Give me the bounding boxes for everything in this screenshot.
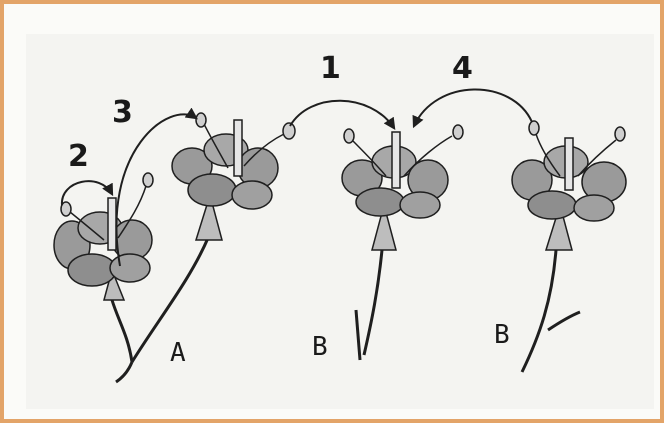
label-flower-a: A bbox=[170, 340, 186, 366]
flower-a-bloom-upper bbox=[172, 113, 295, 240]
flower-a-bloom-lower bbox=[54, 173, 153, 300]
arrow-4 bbox=[414, 89, 532, 126]
flower-a-stem bbox=[112, 300, 132, 362]
flower-b-middle bbox=[342, 125, 463, 360]
arrow-2 bbox=[62, 181, 112, 205]
label-flower-b-middle: B bbox=[312, 334, 328, 360]
label-4: 4 bbox=[452, 54, 473, 84]
flower-b-middle-stem bbox=[364, 250, 382, 355]
flower-b-right bbox=[512, 121, 626, 372]
label-flower-b-right: B bbox=[494, 322, 510, 348]
label-3: 3 bbox=[112, 98, 133, 128]
label-1: 1 bbox=[320, 54, 341, 84]
label-2: 2 bbox=[68, 142, 89, 172]
flower-b-right-stem bbox=[522, 250, 556, 372]
arrow-1 bbox=[290, 101, 394, 128]
